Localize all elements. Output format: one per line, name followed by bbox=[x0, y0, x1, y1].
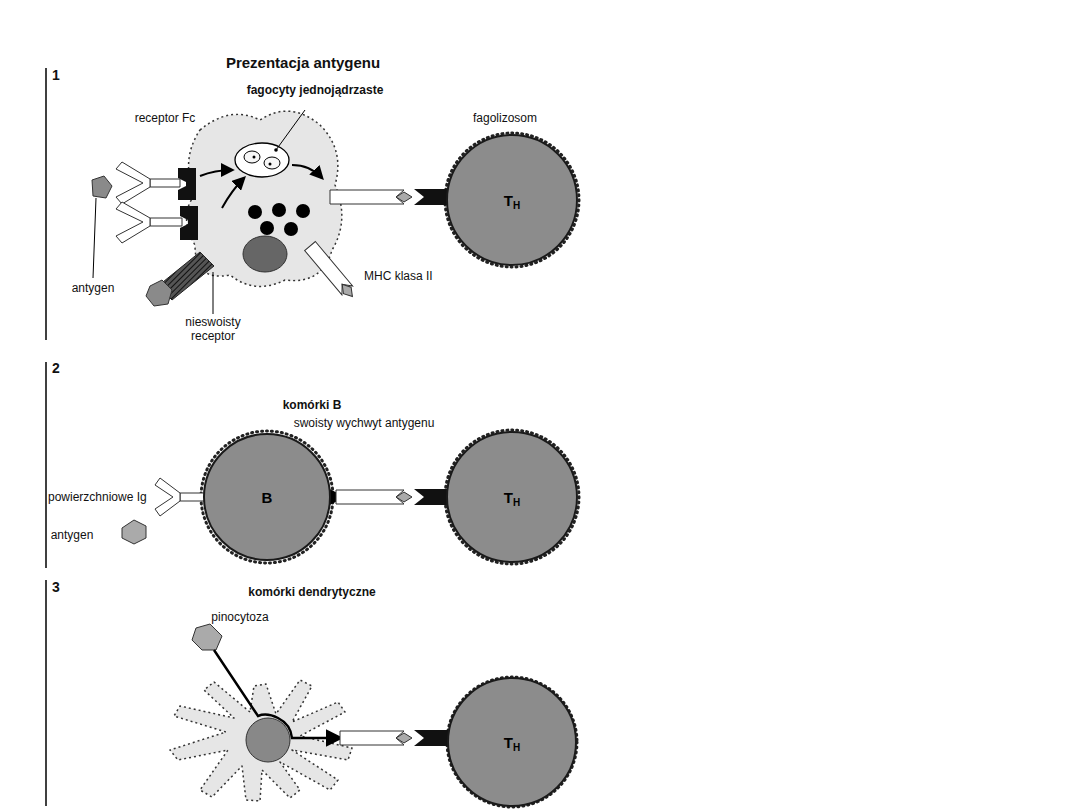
panel-heading: fagocyty jednojądrzaste bbox=[247, 83, 384, 97]
part-label: antygen bbox=[72, 281, 115, 295]
mhc-tcr bbox=[305, 189, 450, 301]
b-cell: B bbox=[203, 433, 331, 561]
cell-letter: T bbox=[504, 192, 513, 209]
diagram-title: Prezentacja antygenu bbox=[226, 54, 380, 71]
cell-letter: B bbox=[262, 489, 273, 506]
panel-bar bbox=[45, 362, 47, 568]
cell-subscript: H bbox=[513, 742, 520, 753]
dendritic-cell bbox=[170, 624, 452, 801]
part-label: fagolizosom bbox=[473, 111, 537, 125]
callout-number: 1 bbox=[52, 67, 60, 84]
cell-letter: T bbox=[504, 734, 513, 751]
panel-heading: komórki dendrytyczne bbox=[248, 585, 375, 599]
panel-heading: komórki B bbox=[283, 398, 342, 412]
part-label: receptor Fc bbox=[135, 111, 196, 125]
callout-number: 3 bbox=[52, 579, 60, 596]
part-label: pinocytoza bbox=[211, 610, 268, 624]
cell-subscript: H bbox=[513, 497, 520, 508]
panel-bar bbox=[45, 580, 47, 806]
part-label: swoisty wychwyt antygenu bbox=[294, 416, 435, 430]
panel-bar bbox=[45, 68, 47, 340]
nonspecific-receptor bbox=[146, 252, 214, 314]
callout-number: 2 bbox=[52, 360, 60, 377]
t-helper-cell: TH bbox=[447, 677, 577, 807]
cell-subscript: H bbox=[513, 200, 520, 211]
part-label: antygen bbox=[51, 528, 94, 542]
part-label: nieswoisty receptor bbox=[173, 315, 253, 344]
t-helper-cell: TH bbox=[446, 431, 578, 563]
t-helper-cell: TH bbox=[446, 134, 578, 266]
antibodies bbox=[92, 162, 198, 278]
part-label: powierzchniowe Ig bbox=[48, 490, 147, 504]
cell-letter: T bbox=[504, 489, 513, 506]
part-label: MHC klasa II bbox=[364, 269, 433, 283]
